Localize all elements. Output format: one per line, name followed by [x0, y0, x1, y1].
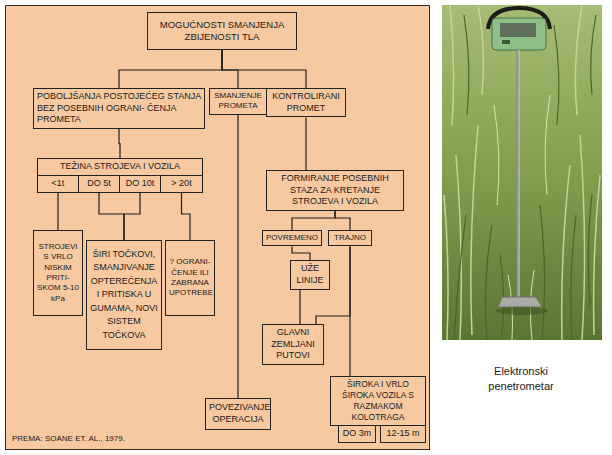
- root-box: MOGUĆNOSTI SMANJENJA ZBIJENOSTI TLA: [147, 12, 297, 50]
- box-text: MOGUĆNOSTI SMANJENJA ZBIJENOSTI TLA: [151, 19, 293, 44]
- process-box: FORMIRANJE POSEBNIH STAZA ZA KRETANJE ST…: [266, 170, 404, 211]
- connector-line: [237, 115, 238, 398]
- box-text: TRAJNO: [332, 233, 368, 243]
- option-box: TRAJNO: [328, 230, 372, 246]
- table-cell: DO 10t: [119, 175, 161, 193]
- box-text: TEŽINA STROJEVA I VOZILA: [41, 161, 199, 173]
- box-text: ŠIRI TOČKOVI, SMANJIVANJE OPTEREĆENJA I …: [90, 248, 158, 343]
- photo-caption: Elektronski penetrometar: [474, 364, 568, 394]
- connector-line: [124, 193, 140, 240]
- connector-line: [222, 50, 306, 88]
- box-text: <1t: [41, 178, 75, 190]
- connector-line: [299, 290, 300, 324]
- table-header: TEŽINA STROJEVA I VOZILA: [37, 158, 203, 176]
- box-text: SMANJENJE PROMETA: [213, 91, 263, 112]
- measure-box: POVEZIVANJE OPERACIJA: [205, 398, 271, 430]
- category-box: POBOLJŠANJA POSTOJEĆEG STANJA BEZ POSEBN…: [33, 88, 205, 129]
- process-box: GLAVNI ZEMLJANI PUTOVI: [262, 324, 324, 365]
- connector-line: [99, 193, 124, 240]
- box-text: FORMIRANJE POSEBNIH STAZA ZA KRETANJE ST…: [270, 173, 400, 208]
- category-box: KONTROLIRANI PROMET: [266, 88, 346, 117]
- process-box: UŽE LINIJE: [290, 260, 330, 290]
- connector-line: [292, 211, 335, 230]
- table-cell: 12-15 m: [380, 425, 426, 443]
- connector-line: [119, 50, 222, 88]
- measure-box: ŠIRI TOČKOVI, SMANJIVANJE OPTEREĆENJA I …: [86, 240, 162, 350]
- connector-line: [182, 193, 191, 240]
- box-text: ? OGRANI- ČENJE ILI ZABRANA UPOTREBE: [169, 257, 211, 299]
- table-cell: DO 5t: [78, 175, 120, 193]
- box-text: 12-15 m: [384, 428, 422, 440]
- box-text: > 20t: [164, 178, 199, 190]
- option-box: POVREMENO: [262, 230, 322, 246]
- category-box: SMANJENJE PROMETA: [209, 88, 267, 115]
- box-text: DO 5t: [82, 178, 116, 190]
- box-text: STROJEVI S VRLO NISKIM PRITI- SKOM 5-10 …: [37, 242, 79, 304]
- box-text: DO 10t: [123, 178, 157, 190]
- connector-line: [349, 246, 350, 376]
- connector-line: [119, 129, 120, 158]
- measure-box: STROJEVI S VRLO NISKIM PRITI- SKOM 5-10 …: [33, 230, 83, 316]
- connector-line: [222, 50, 238, 88]
- measure-box: ? OGRANI- ČENJE ILI ZABRANA UPOTREBE: [165, 240, 215, 316]
- connector-line: [335, 211, 350, 230]
- box-text: POVEZIVANJE OPERACIJA: [209, 402, 267, 425]
- penetrometer-photo: [442, 5, 602, 340]
- box-text: UŽE LINIJE: [294, 263, 326, 286]
- box-text: ŠIROKA I VRLO ŠIROKA VOZILA S RAZMAKOM K…: [334, 379, 422, 423]
- table-cell: DO 3m: [338, 425, 376, 443]
- connector-line: [305, 117, 306, 170]
- table-cell: <1t: [37, 175, 79, 193]
- process-box: ŠIROKA I VRLO ŠIROKA VOZILA S RAZMAKOM K…: [330, 376, 426, 426]
- connector-line: [57, 193, 58, 230]
- source-note: PREMA: SOANE ET. AL., 1979.: [12, 434, 125, 443]
- box-text: GLAVNI ZEMLJANI PUTOVI: [266, 327, 320, 362]
- table-cell: > 20t: [160, 175, 203, 193]
- box-text: KONTROLIRANI PROMET: [270, 91, 342, 114]
- box-text: POBOLJŠANJA POSTOJEĆEG STANJA BEZ POSEBN…: [37, 91, 201, 126]
- box-text: POVREMENO: [266, 233, 318, 243]
- box-text: DO 3m: [342, 428, 372, 440]
- connector-line: [292, 246, 310, 260]
